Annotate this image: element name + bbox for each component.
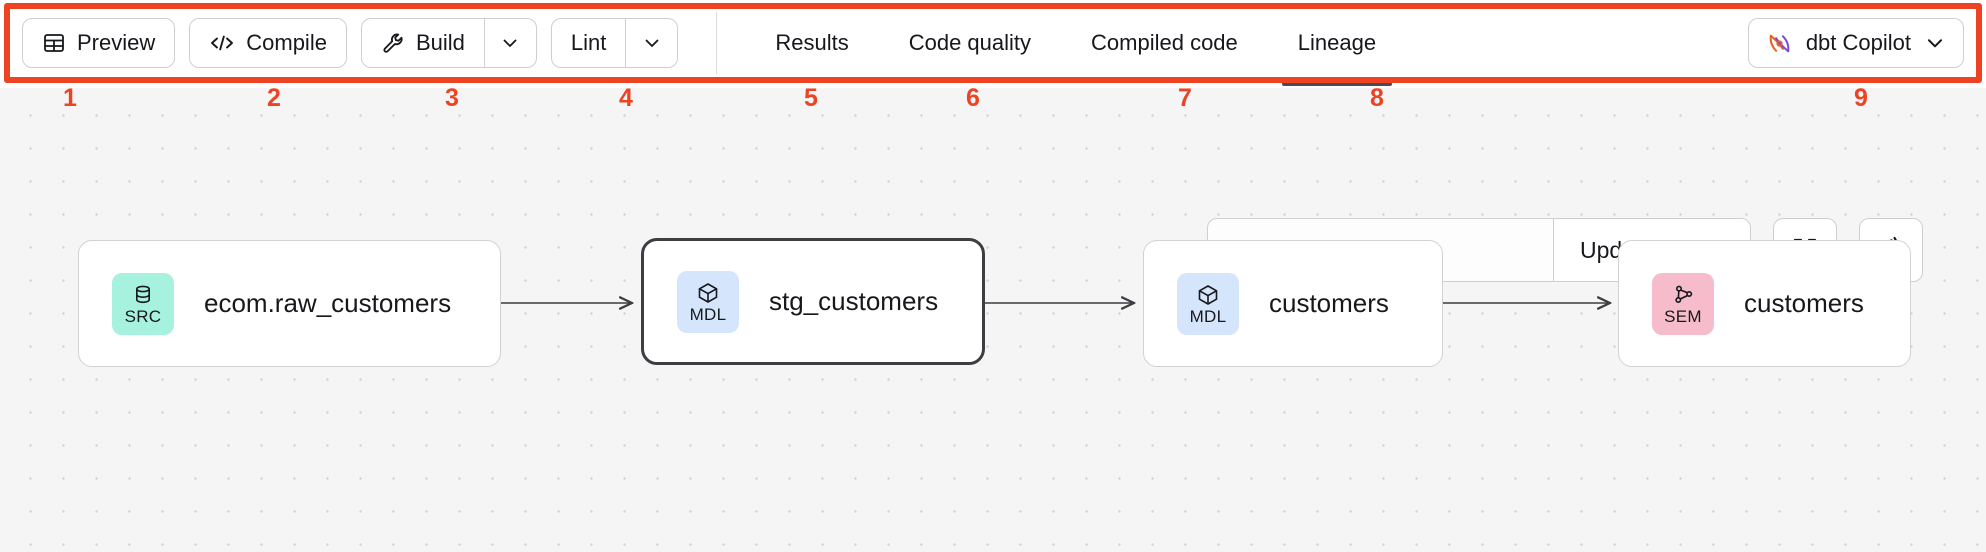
- node-badge-sem-label: SEM: [1664, 306, 1702, 326]
- lineage-node-customers-model[interactable]: MDL customers: [1143, 240, 1443, 367]
- chevron-down-icon: [500, 33, 520, 53]
- compile-button[interactable]: Compile: [189, 18, 347, 68]
- callout-2: 2: [267, 84, 281, 112]
- callout-7: 7: [1178, 84, 1192, 112]
- preview-button[interactable]: Preview: [22, 18, 176, 68]
- lineage-node-customers-semantic[interactable]: SEM customers: [1618, 240, 1911, 367]
- callout-3: 3: [445, 84, 459, 112]
- wrench-icon: [381, 31, 405, 55]
- node-badge-sem: SEM: [1652, 272, 1714, 335]
- dbt-copilot-icon: [1766, 30, 1793, 57]
- lineage-node-stg-customers[interactable]: MDL stg_customers: [641, 238, 985, 365]
- node-label-stg-customers: stg_customers: [769, 286, 939, 316]
- callout-6: 6: [966, 84, 980, 112]
- dbt-copilot-label: dbt Copilot: [1805, 30, 1911, 55]
- node-badge-src: SRC: [112, 272, 174, 335]
- compile-button-label: Compile: [246, 30, 327, 55]
- tab-results-label: Results: [775, 30, 849, 55]
- tab-lineage-label: Lineage: [1297, 30, 1377, 55]
- callout-9: 9: [1854, 84, 1868, 112]
- preview-button-label: Preview: [77, 30, 156, 55]
- database-icon: [131, 283, 155, 307]
- toolbar-right: dbt Copilot: [1747, 18, 1986, 68]
- lint-split-button: Lint: [550, 18, 679, 68]
- build-dropdown-toggle[interactable]: [483, 19, 536, 67]
- lint-button[interactable]: Lint: [552, 19, 625, 67]
- lint-dropdown-toggle[interactable]: [625, 19, 677, 67]
- tab-results[interactable]: Results: [745, 0, 878, 86]
- callout-5: 5: [804, 84, 818, 112]
- result-tabs: Results Code quality Compiled code Linea…: [745, 0, 1406, 86]
- node-label-customers-model: customers: [1269, 288, 1389, 318]
- cube-icon: [696, 281, 720, 305]
- tab-lineage[interactable]: Lineage: [1268, 0, 1406, 86]
- build-button-label: Build: [415, 30, 465, 55]
- dbt-copilot-button[interactable]: dbt Copilot: [1747, 18, 1964, 68]
- node-badge-src-label: SRC: [124, 306, 162, 326]
- tab-code-quality[interactable]: Code quality: [879, 0, 1061, 86]
- lint-button-label: Lint: [570, 30, 607, 55]
- table-icon: [42, 31, 66, 55]
- node-badge-mdl-label: MDL: [1189, 306, 1227, 326]
- callout-1: 1: [63, 84, 77, 112]
- node-badge-mdl-label: MDL: [689, 304, 727, 324]
- callout-numbers: 1 2 3 4 5 6 7 8 9: [0, 86, 1986, 120]
- build-split-button: Build: [360, 18, 537, 68]
- node-badge-mdl: MDL: [677, 270, 739, 333]
- code-brackets-icon: [209, 31, 235, 55]
- node-label-raw-customers: ecom.raw_customers: [204, 288, 452, 318]
- toolbar-divider: [716, 12, 718, 74]
- tab-compiled-code[interactable]: Compiled code: [1061, 0, 1268, 86]
- cube-icon: [1196, 283, 1220, 307]
- tab-code-quality-label: Code quality: [908, 30, 1032, 55]
- lineage-canvas[interactable]: Update Graph: [0, 88, 1986, 552]
- build-button[interactable]: Build: [362, 19, 484, 67]
- toolbar-actions: Preview Compile: [0, 0, 718, 86]
- chevron-down-icon: [642, 33, 662, 53]
- lineage-node-raw-customers[interactable]: SRC ecom.raw_customers: [78, 240, 501, 367]
- tab-compiled-code-label: Compiled code: [1091, 30, 1238, 55]
- semantic-graph-icon: [1671, 283, 1695, 307]
- chevron-down-icon: [1924, 32, 1946, 54]
- top-toolbar: Preview Compile: [0, 0, 1986, 86]
- callout-4: 4: [619, 84, 633, 112]
- node-label-customers-semantic: customers: [1744, 288, 1864, 318]
- callout-8: 8: [1370, 84, 1384, 112]
- node-badge-mdl: MDL: [1177, 272, 1239, 335]
